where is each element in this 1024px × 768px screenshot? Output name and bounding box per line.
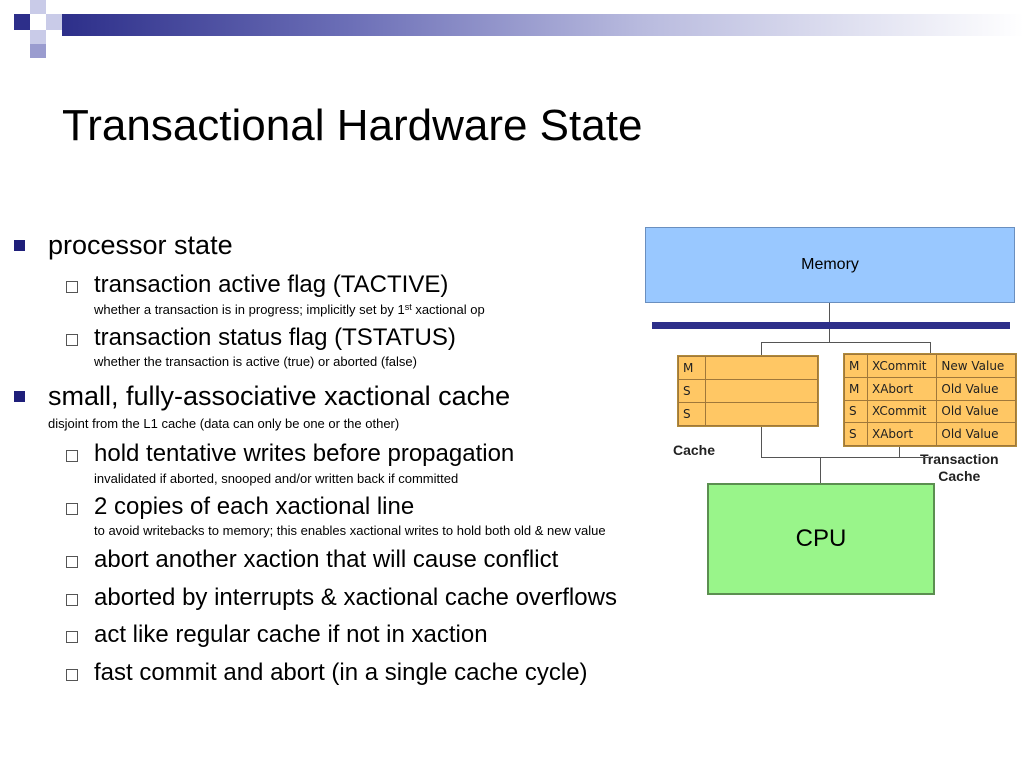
xcache-state-cell: S (844, 399, 868, 424)
table-row: S (678, 379, 818, 403)
cache-state-cell: S (678, 402, 706, 426)
sub-bullet-icon (66, 281, 78, 293)
decor-square (46, 14, 62, 30)
bullet-item: small, fully-associative xactional cache (48, 381, 511, 411)
decor-square (46, 0, 62, 14)
cache-label: Cache (673, 442, 716, 458)
transaction-cache-box: M XCommit New Value M XAbort Old Value S… (843, 353, 1017, 447)
sub-bullet-note: to avoid writebacks to memory; this enab… (94, 523, 606, 538)
header-decoration (0, 0, 1024, 60)
decor-square (14, 14, 30, 30)
bullet-item: processor state (48, 230, 233, 260)
xcache-state-cell: M (844, 354, 868, 378)
table-row: M (678, 356, 818, 380)
sub-bullet-item: hold tentative writes before propagation (94, 440, 515, 467)
xcache-tag-cell: XAbort (866, 376, 938, 401)
transaction-cache-table: M XCommit New Value M XAbort Old Value S… (844, 354, 1016, 446)
sub-bullet-icon (66, 503, 78, 515)
cache-state-cell: M (678, 356, 706, 380)
connector-line (761, 342, 931, 343)
connector-line (899, 447, 900, 457)
transaction-cache-label-line: Cache (938, 468, 981, 484)
xcache-state-cell: M (844, 376, 868, 401)
sub-bullet-icon (66, 450, 78, 462)
cache-table: M S S (678, 356, 818, 426)
table-row: M XCommit New Value (844, 354, 1016, 378)
decor-square (30, 30, 46, 46)
connector-line (761, 457, 931, 458)
connector-line (761, 427, 762, 457)
sub-bullet-icon (66, 669, 78, 681)
sub-bullet-item: transaction status flag (TSTATUS) (94, 324, 456, 351)
xcache-tag-cell: XAbort (866, 422, 938, 446)
sub-bullet-icon (66, 594, 78, 606)
transaction-cache-label-line: Transaction (920, 451, 999, 467)
connector-line (761, 342, 762, 355)
xcache-value-cell: Old Value (936, 422, 1016, 446)
transaction-cache-label: Transaction Cache (920, 451, 999, 485)
bullet-square-icon (14, 391, 25, 402)
decor-square (30, 0, 46, 14)
sub-bullet-icon (66, 556, 78, 568)
cache-data-cell (705, 356, 818, 380)
cache-state-cell: S (678, 379, 706, 403)
connector-line (829, 303, 830, 322)
slide-title: Transactional Hardware State (62, 101, 643, 150)
table-row: S (678, 402, 818, 426)
connector-line (820, 457, 821, 483)
xcache-value-cell: Old Value (936, 399, 1016, 424)
decor-square (30, 44, 46, 58)
sub-bullet-note: whether a transaction is in progress; im… (94, 302, 485, 317)
sub-bullet-item: act like regular cache if not in xaction (94, 621, 488, 648)
sub-bullet-item: abort another xaction that will cause co… (94, 546, 559, 573)
header-gradient-bar (62, 14, 1024, 36)
memory-box: Memory (645, 227, 1015, 303)
memory-label: Memory (801, 256, 859, 273)
sub-bullet-note: whether the transaction is active (true)… (94, 354, 417, 369)
sub-bullet-item: transaction active flag (TACTIVE) (94, 271, 449, 298)
xcache-state-cell: S (844, 422, 868, 446)
sub-bullet-item: fast commit and abort (in a single cache… (94, 659, 588, 686)
connector-line (829, 329, 830, 342)
sub-bullet-item: 2 copies of each xactional line (94, 493, 415, 520)
sub-bullet-note: invalidated if aborted, snooped and/or w… (94, 471, 459, 486)
xcache-tag-cell: XCommit (866, 399, 938, 424)
connector-line (930, 342, 931, 353)
xcache-value-cell: Old Value (936, 376, 1016, 401)
sub-bullet-icon (66, 334, 78, 346)
table-row: M XAbort Old Value (844, 376, 1016, 401)
cache-data-cell (705, 379, 818, 403)
cpu-label: CPU (795, 525, 847, 552)
bullet-note: disjoint from the L1 cache (data can onl… (48, 416, 400, 431)
system-bus (652, 322, 1010, 329)
xcache-tag-cell: XCommit (866, 354, 938, 378)
table-row: S XAbort Old Value (844, 422, 1016, 446)
table-row: S XCommit Old Value (844, 399, 1016, 424)
cpu-box: CPU (707, 483, 935, 595)
sub-bullet-icon (66, 631, 78, 643)
cache-box: M S S (677, 355, 819, 427)
sub-bullet-item: aborted by interrupts & xactional cache … (94, 584, 617, 611)
cache-data-cell (705, 402, 818, 426)
xcache-value-cell: New Value (936, 354, 1016, 378)
bullet-square-icon (14, 240, 25, 251)
